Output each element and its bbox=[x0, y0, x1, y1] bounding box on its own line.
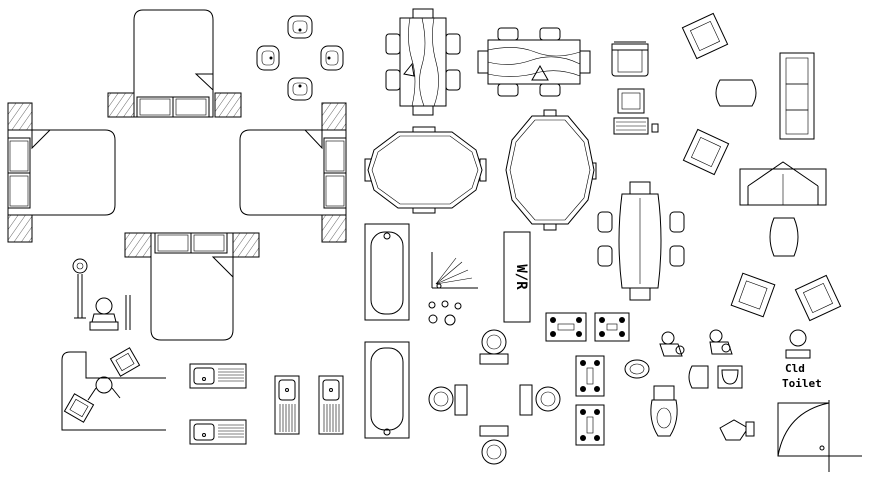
washroom-label-box: W/R bbox=[503, 231, 531, 323]
wall-basin bbox=[717, 365, 743, 389]
wall-urinal bbox=[688, 365, 709, 389]
sofa-three-seat bbox=[779, 52, 815, 140]
l-shaped-desk bbox=[61, 347, 166, 431]
cooktop-4 bbox=[575, 404, 605, 446]
armchair-rotated-3 bbox=[730, 272, 776, 318]
corner-shower bbox=[777, 400, 862, 472]
computer-desk bbox=[613, 88, 659, 135]
round-basin bbox=[624, 359, 650, 379]
armchair-rotated-2 bbox=[682, 128, 730, 176]
armchair-plan bbox=[611, 41, 649, 77]
bed-top bbox=[107, 9, 242, 118]
toilet-top bbox=[479, 329, 509, 365]
cooktop-3 bbox=[575, 355, 605, 397]
bathtub-2 bbox=[364, 341, 410, 439]
rectangular-dining-table-six-seats bbox=[597, 181, 685, 301]
people-seated-2 bbox=[709, 329, 733, 355]
toilet-label-line2: Toilet bbox=[782, 377, 822, 390]
toilet-bottom bbox=[479, 425, 509, 465]
coffee-table-2 bbox=[769, 217, 799, 257]
cooktop-1 bbox=[545, 312, 587, 342]
floor-lamp bbox=[72, 258, 88, 319]
bed-left bbox=[7, 102, 116, 243]
dining-table-wood-horizontal bbox=[477, 27, 591, 97]
armchair-rotated-4 bbox=[794, 274, 842, 322]
chair-cluster-top bbox=[256, 15, 344, 101]
oval-dining-table-vertical bbox=[505, 109, 597, 231]
sofa-two-seat bbox=[739, 161, 827, 206]
toilet-right bbox=[519, 384, 561, 416]
toilet-front-view bbox=[650, 385, 678, 437]
dining-table-wood-vertical bbox=[385, 8, 461, 116]
toilet-left bbox=[428, 384, 468, 416]
kitchen-sink-vertical-2 bbox=[318, 375, 344, 435]
toilet-side-angled bbox=[719, 419, 755, 441]
bathtub-1 bbox=[364, 223, 410, 321]
shower-fan-symbol bbox=[428, 252, 478, 326]
toilet-label-line1: Cld bbox=[785, 362, 805, 375]
cooktop-2 bbox=[594, 312, 630, 342]
armchair-rotated-1 bbox=[681, 12, 729, 60]
coffee-table-1 bbox=[715, 79, 757, 107]
desk-with-person bbox=[89, 295, 131, 331]
kitchen-sink-1 bbox=[189, 363, 247, 389]
kitchen-sink-vertical-1 bbox=[274, 375, 300, 435]
washroom-label: W/R bbox=[513, 264, 529, 290]
cld-toilet-symbol: Cld Toilet bbox=[782, 329, 822, 390]
oval-dining-table-horizontal bbox=[364, 126, 487, 214]
bed-center bbox=[124, 232, 260, 341]
people-seated-1 bbox=[659, 331, 685, 357]
bed-right bbox=[239, 102, 347, 243]
kitchen-sink-2 bbox=[189, 419, 247, 445]
